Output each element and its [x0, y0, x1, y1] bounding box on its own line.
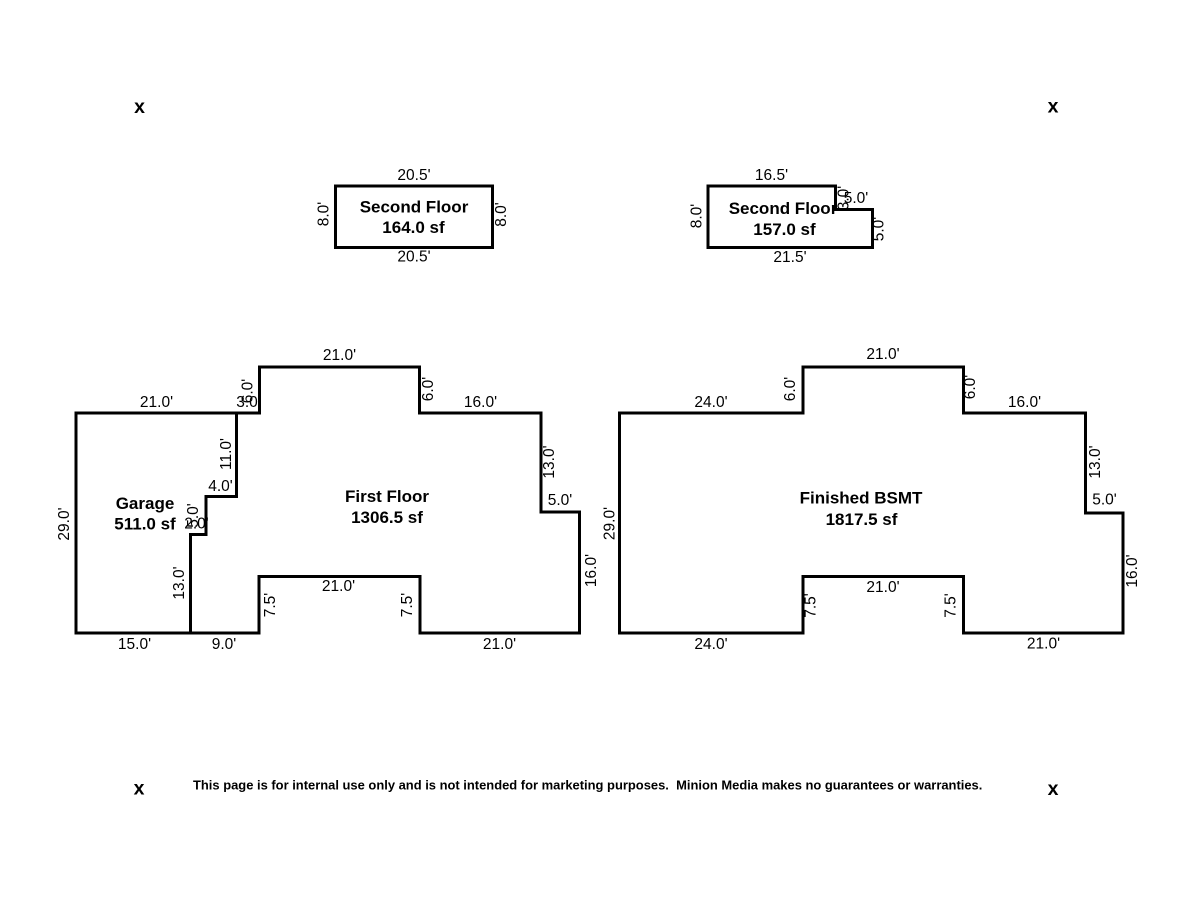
- svg-text:24.0': 24.0': [694, 394, 727, 411]
- svg-text:x: x: [1048, 95, 1059, 117]
- svg-text:16.5': 16.5': [755, 167, 788, 184]
- svg-text:2.0': 2.0': [184, 515, 209, 532]
- svg-text:29.0': 29.0': [601, 507, 618, 540]
- svg-text:21.0': 21.0': [866, 346, 899, 363]
- svg-text:21.5': 21.5': [773, 249, 806, 266]
- svg-text:7.5': 7.5': [262, 593, 279, 618]
- svg-text:511.0 sf: 511.0 sf: [114, 515, 176, 534]
- svg-text:15.0': 15.0': [118, 636, 151, 653]
- svg-text:Second Floor: Second Floor: [360, 198, 469, 217]
- svg-text:11.0': 11.0': [218, 438, 235, 470]
- svg-text:1817.5 sf: 1817.5 sf: [826, 510, 898, 529]
- svg-text:5.0': 5.0': [185, 503, 202, 528]
- svg-text:4.0': 4.0': [208, 478, 233, 495]
- svg-text:8.0': 8.0': [493, 202, 510, 227]
- svg-text:8.0': 8.0': [315, 202, 332, 227]
- svg-text:21.0': 21.0': [483, 636, 516, 653]
- svg-text:5.0': 5.0': [870, 217, 887, 242]
- svg-text:6.0': 6.0': [420, 377, 437, 402]
- svg-text:This page is for internal use: This page is for internal use only and i…: [193, 777, 982, 792]
- svg-text:16.0': 16.0': [1008, 394, 1041, 411]
- svg-text:29.0': 29.0': [56, 507, 73, 540]
- svg-text:16.0': 16.0': [464, 394, 497, 411]
- svg-text:6.0': 6.0': [782, 377, 799, 402]
- svg-text:7.5': 7.5': [399, 593, 416, 618]
- svg-text:21.0': 21.0': [1027, 635, 1060, 652]
- svg-text:20.5': 20.5': [397, 248, 430, 265]
- svg-text:x: x: [1048, 778, 1059, 800]
- svg-text:3.0': 3.0': [236, 394, 261, 411]
- svg-text:16.0': 16.0': [583, 554, 600, 587]
- svg-text:First Floor: First Floor: [345, 487, 429, 506]
- svg-text:x: x: [134, 777, 145, 799]
- svg-text:13.0': 13.0': [541, 445, 558, 478]
- svg-text:5.0': 5.0': [548, 492, 573, 509]
- svg-text:21.0': 21.0': [322, 578, 355, 595]
- svg-text:21.0': 21.0': [140, 394, 173, 411]
- svg-text:3.0': 3.0': [835, 186, 852, 211]
- svg-text:164.0 sf: 164.0 sf: [382, 218, 445, 237]
- svg-text:24.0': 24.0': [694, 636, 727, 653]
- svg-text:13.0': 13.0': [1087, 445, 1104, 478]
- svg-text:20.5': 20.5': [397, 167, 430, 184]
- svg-text:16.0': 16.0': [1124, 554, 1141, 587]
- svg-text:9.0': 9.0': [212, 636, 237, 653]
- svg-text:Garage: Garage: [116, 494, 175, 513]
- svg-text:13.0': 13.0': [171, 566, 188, 599]
- svg-text:7.5': 7.5': [802, 593, 819, 618]
- svg-text:5.0': 5.0': [1092, 491, 1117, 508]
- svg-text:21.0': 21.0': [323, 347, 356, 364]
- svg-text:21.0': 21.0': [866, 579, 899, 596]
- svg-text:157.0 sf: 157.0 sf: [753, 220, 816, 239]
- svg-text:x: x: [134, 96, 145, 118]
- svg-text:Finished BSMT: Finished BSMT: [800, 489, 923, 508]
- svg-text:8.0': 8.0': [688, 204, 705, 229]
- svg-text:6.0': 6.0': [962, 375, 979, 400]
- svg-text:5.0': 5.0': [844, 190, 869, 207]
- svg-text:6.0': 6.0': [239, 379, 256, 404]
- svg-text:7.5': 7.5': [942, 593, 959, 618]
- svg-text:Second Floor: Second Floor: [729, 199, 838, 218]
- svg-text:1306.5 sf: 1306.5 sf: [351, 508, 423, 527]
